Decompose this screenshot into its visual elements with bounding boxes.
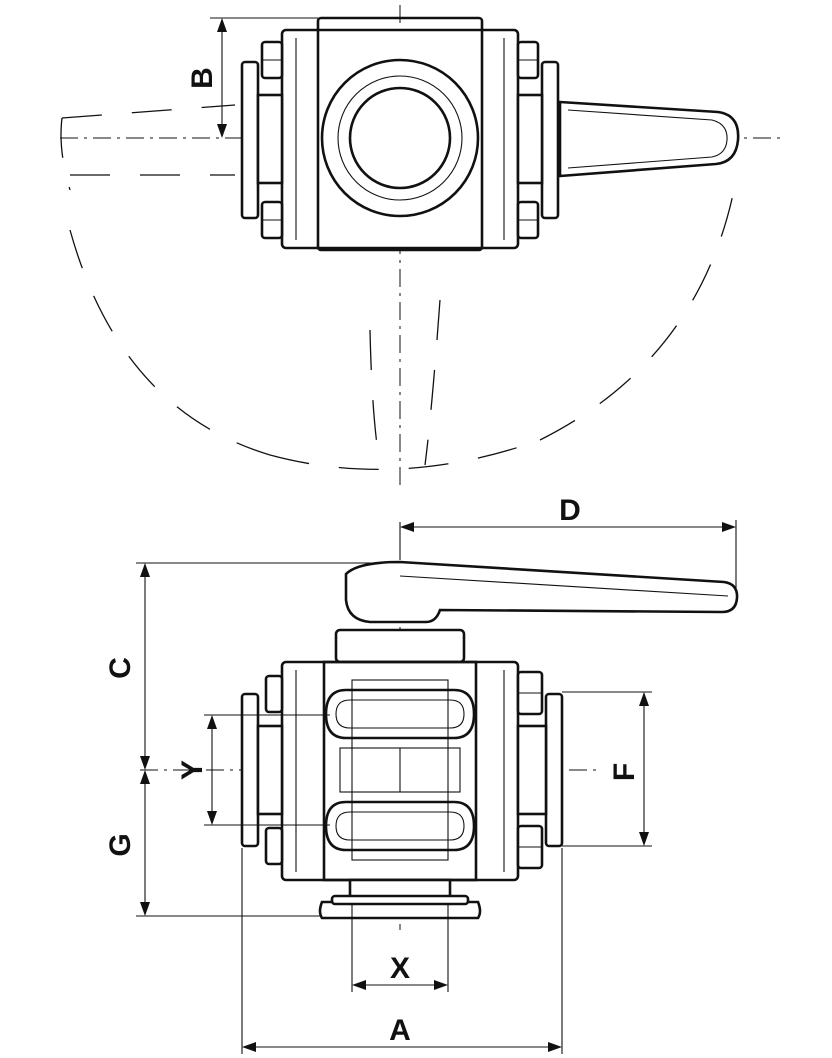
dim-label-g: G [104, 833, 137, 856]
dim-label-a: A [389, 1014, 411, 1047]
side-view: D C G Y F X [104, 494, 739, 1054]
dim-label-y: Y [176, 760, 209, 780]
top-view: B [60, 5, 780, 490]
dim-label-x: X [390, 952, 410, 985]
dim-label-c: C [104, 657, 137, 679]
dim-label-d: D [559, 494, 581, 527]
dim-label-f: F [608, 763, 641, 781]
dim-label-b: B [186, 67, 219, 89]
